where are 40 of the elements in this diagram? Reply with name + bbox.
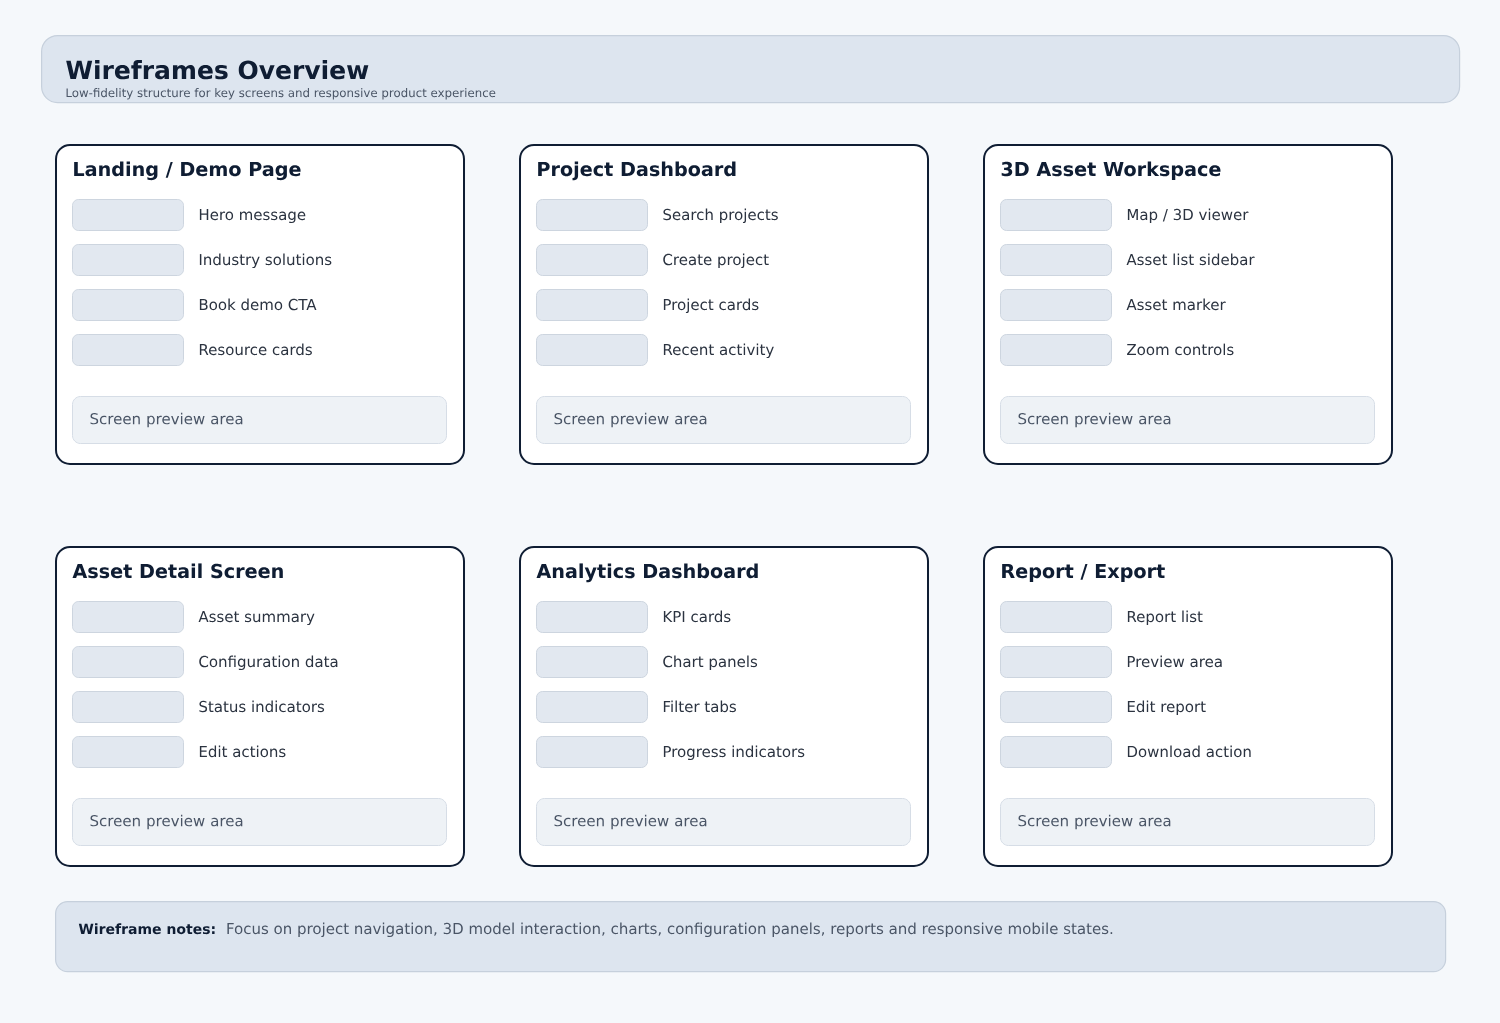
item-label: Zoom controls xyxy=(1127,343,1234,356)
item-label: Hero message xyxy=(199,209,306,224)
item-label: Industry solutions xyxy=(199,253,332,269)
item-label: Map / 3D viewer xyxy=(1127,208,1249,224)
preview-area: Screen preview area xyxy=(1000,798,1375,846)
item-label: Report list xyxy=(1127,610,1203,626)
preview-area: Screen preview area xyxy=(536,798,911,846)
item-label: Book demo CTA xyxy=(199,298,317,311)
subtitle: Low-fidelity structure for key screens and responsive product experience xyxy=(66,88,496,100)
item-label: Chart panels xyxy=(663,655,758,671)
card-title: Landing / Demo Page xyxy=(74,161,301,181)
item-label: Edit actions xyxy=(199,745,286,758)
notes-heading: Wireframe notes: xyxy=(78,923,215,935)
card-title: Analytics Dashboard xyxy=(536,563,758,583)
item-label: Status indicators xyxy=(199,700,325,713)
card-title: Asset Detail Screen xyxy=(72,563,283,579)
item-label: Project cards xyxy=(663,298,759,314)
preview-area: Screen preview area xyxy=(72,396,447,444)
item-label: Edit report xyxy=(1127,700,1206,716)
item-label: Asset list sidebar xyxy=(1126,253,1255,266)
preview-area: Screen preview area xyxy=(1000,396,1375,444)
item-label: Preview area xyxy=(1127,655,1222,668)
notes-text: Focus on project navigation, 3D model interaction, charts, configuration panels, reports and responsive mobile states. xyxy=(227,922,1113,938)
page-title: Wireframes Overview xyxy=(66,60,369,80)
item-label: Asset summary xyxy=(198,611,315,626)
item-label: Recent activity xyxy=(663,343,774,359)
item-label: Resource cards xyxy=(199,343,312,356)
card-title: Report / Export xyxy=(1002,564,1165,582)
preview-area: Screen preview area xyxy=(72,798,447,846)
item-label: Progress indicators xyxy=(663,745,805,761)
card-title: Project Dashboard xyxy=(538,161,736,181)
item-label: KPI cards xyxy=(663,610,731,623)
item-label: Asset marker xyxy=(1126,298,1226,311)
item-label: Create project xyxy=(663,253,769,269)
item-label: Search projects xyxy=(663,208,778,224)
item-label: Filter tabs xyxy=(663,700,736,713)
item-label: Configuration data xyxy=(199,655,338,671)
card-title: 3D Asset Workspace xyxy=(1001,161,1221,180)
preview-area: Screen preview area xyxy=(536,396,911,444)
item-label: Download action xyxy=(1127,745,1251,758)
